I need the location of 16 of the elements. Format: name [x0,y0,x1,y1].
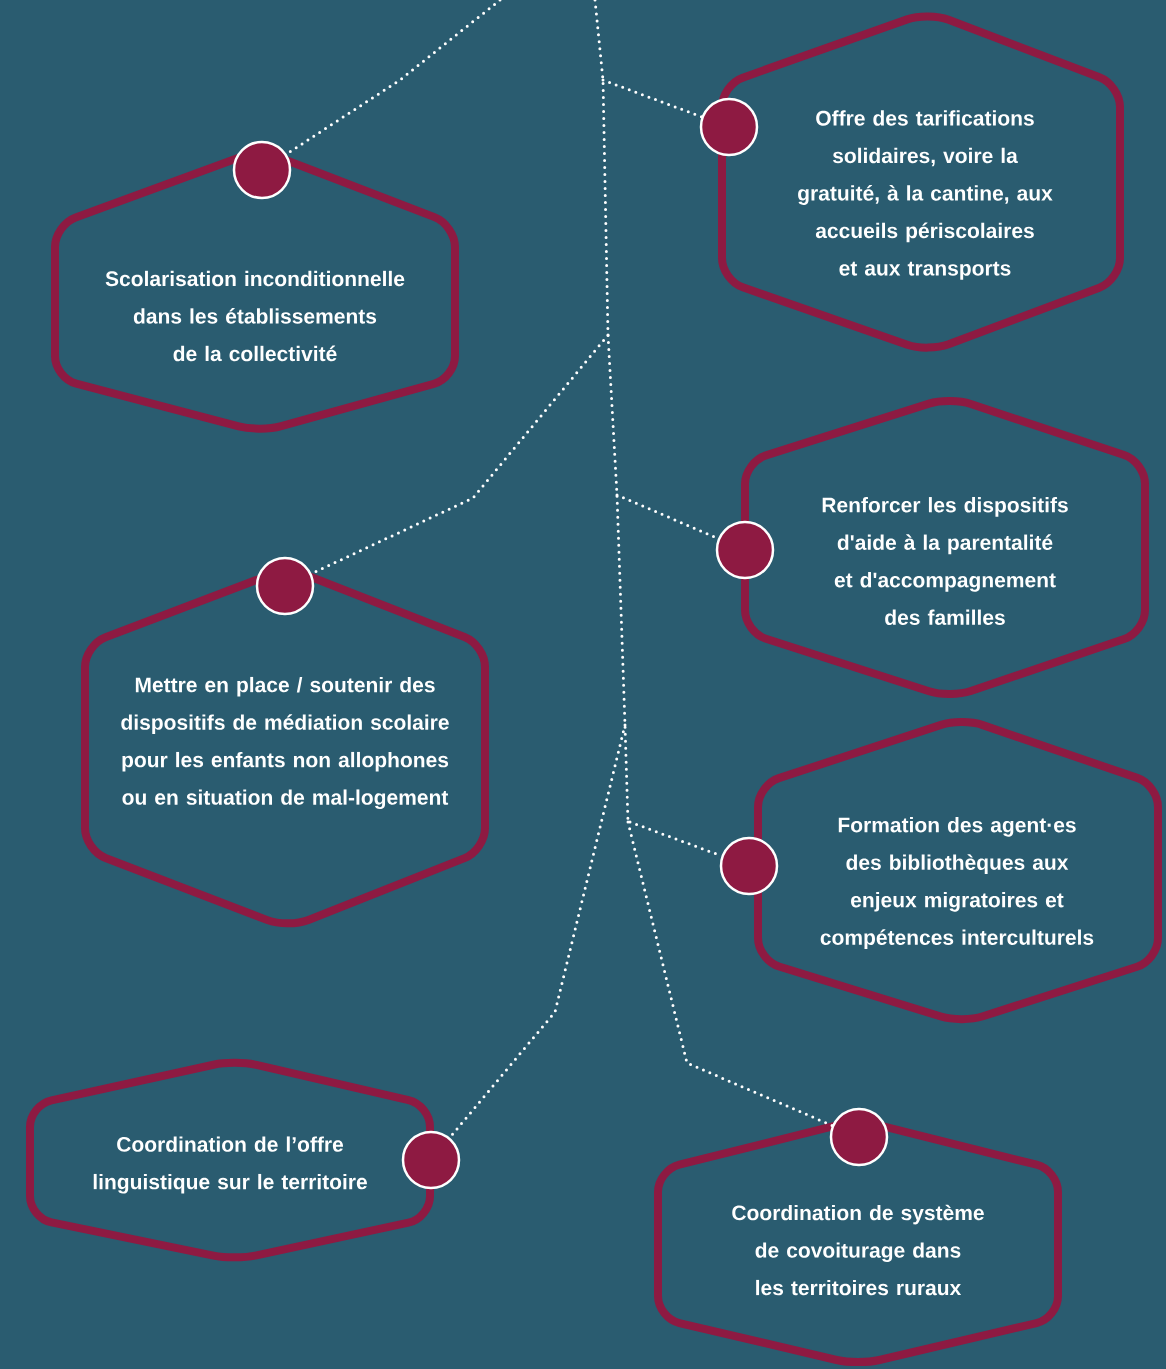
connector-dot [232,140,292,200]
connector-dot [699,97,759,157]
connector-dot [829,1107,889,1167]
hexagon-box: Renforcer les dispositifs d'aide à la parentalité et d'accompagnement des familles [741,397,1149,698]
dotted-line [601,78,704,119]
hexagon-box: Coordination de l’offre linguistique sur le territoire [26,1058,434,1262]
hexagon-box: Scolarisation inconditionnelle dans les établissements de la collectivité [51,150,459,433]
hexagon-box: Mettre en place / soutenir des dispositifs de médiation scolaire pour les enfants non allophones ou en situation de mal-logement [81,568,489,928]
dotted-line [626,820,834,1127]
connector-dot [401,1130,461,1190]
connector-dot [715,520,775,580]
hexagon-box: Offre des tarifications solidaires, voire la gratuité, à la cantine, aux accueils périscolaires et aux transports [718,12,1124,352]
hexagon-box: Formation des agent·es des bibliothèques aux enjeux migratoires et compétences interculturels [754,718,1162,1024]
hexagon-box: Coordination de système de covoiturage dans les territoires ruraux [654,1119,1062,1367]
connector-dot [255,556,315,616]
connector-dot [719,836,779,896]
